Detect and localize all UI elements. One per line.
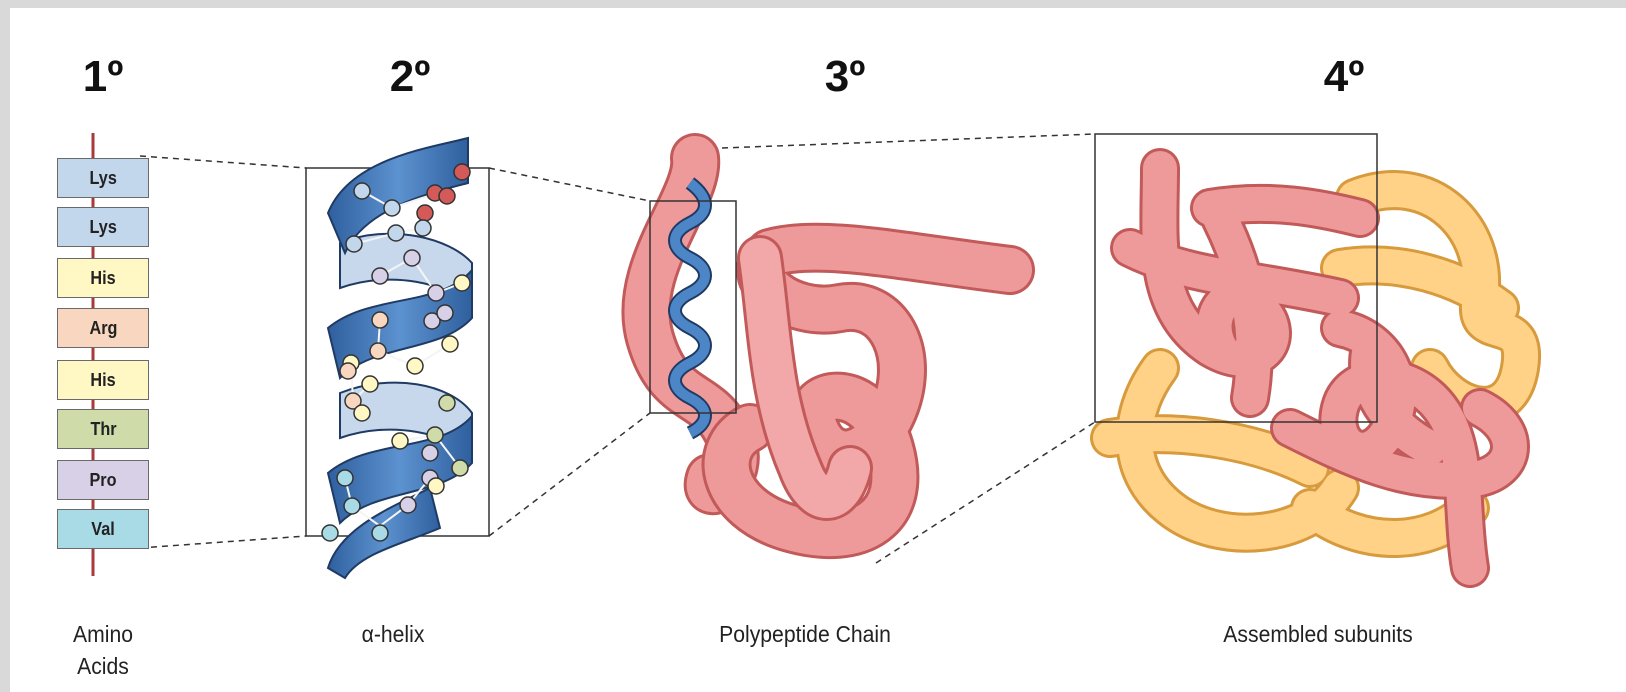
caption-polypeptide-chain: Polypeptide Chain — [719, 618, 891, 650]
caption-alpha-helix: α-helix — [362, 618, 425, 650]
amino-acid-box: Lys — [57, 158, 149, 198]
caption-amino-acids-line-2: Acids — [73, 650, 133, 682]
caption-assembled-subunits: Assembled subunits — [1223, 618, 1412, 650]
diagram-panel: 1º 2º 3º 4º — [10, 8, 1626, 692]
zoom-connector-bottom-1 — [140, 536, 306, 548]
polypeptide-chain-drawing — [646, 158, 1010, 534]
amino-acid-box: Pro — [57, 460, 149, 500]
protein-structure-diagram — [10, 8, 1626, 692]
amino-acid-box: Val — [57, 509, 149, 549]
caption-amino-acids-line-1: Amino — [73, 618, 133, 650]
zoom-connector-top-1 — [140, 156, 306, 168]
amino-acid-box: His — [57, 258, 149, 298]
amino-acid-box: His — [57, 360, 149, 400]
amino-acid-box: Thr — [57, 409, 149, 449]
assembled-subunits-drawing — [1110, 168, 1521, 568]
zoom-connector-top-2 — [489, 168, 650, 201]
zoom-connector-top-3 — [722, 134, 1095, 148]
amino-acid-box: Arg — [57, 308, 149, 348]
zoom-connector-bottom-2 — [489, 413, 650, 536]
alpha-helix-drawing — [322, 138, 472, 578]
caption-amino-acids: Amino Acids — [73, 618, 133, 682]
amino-acid-box: Lys — [57, 207, 149, 247]
